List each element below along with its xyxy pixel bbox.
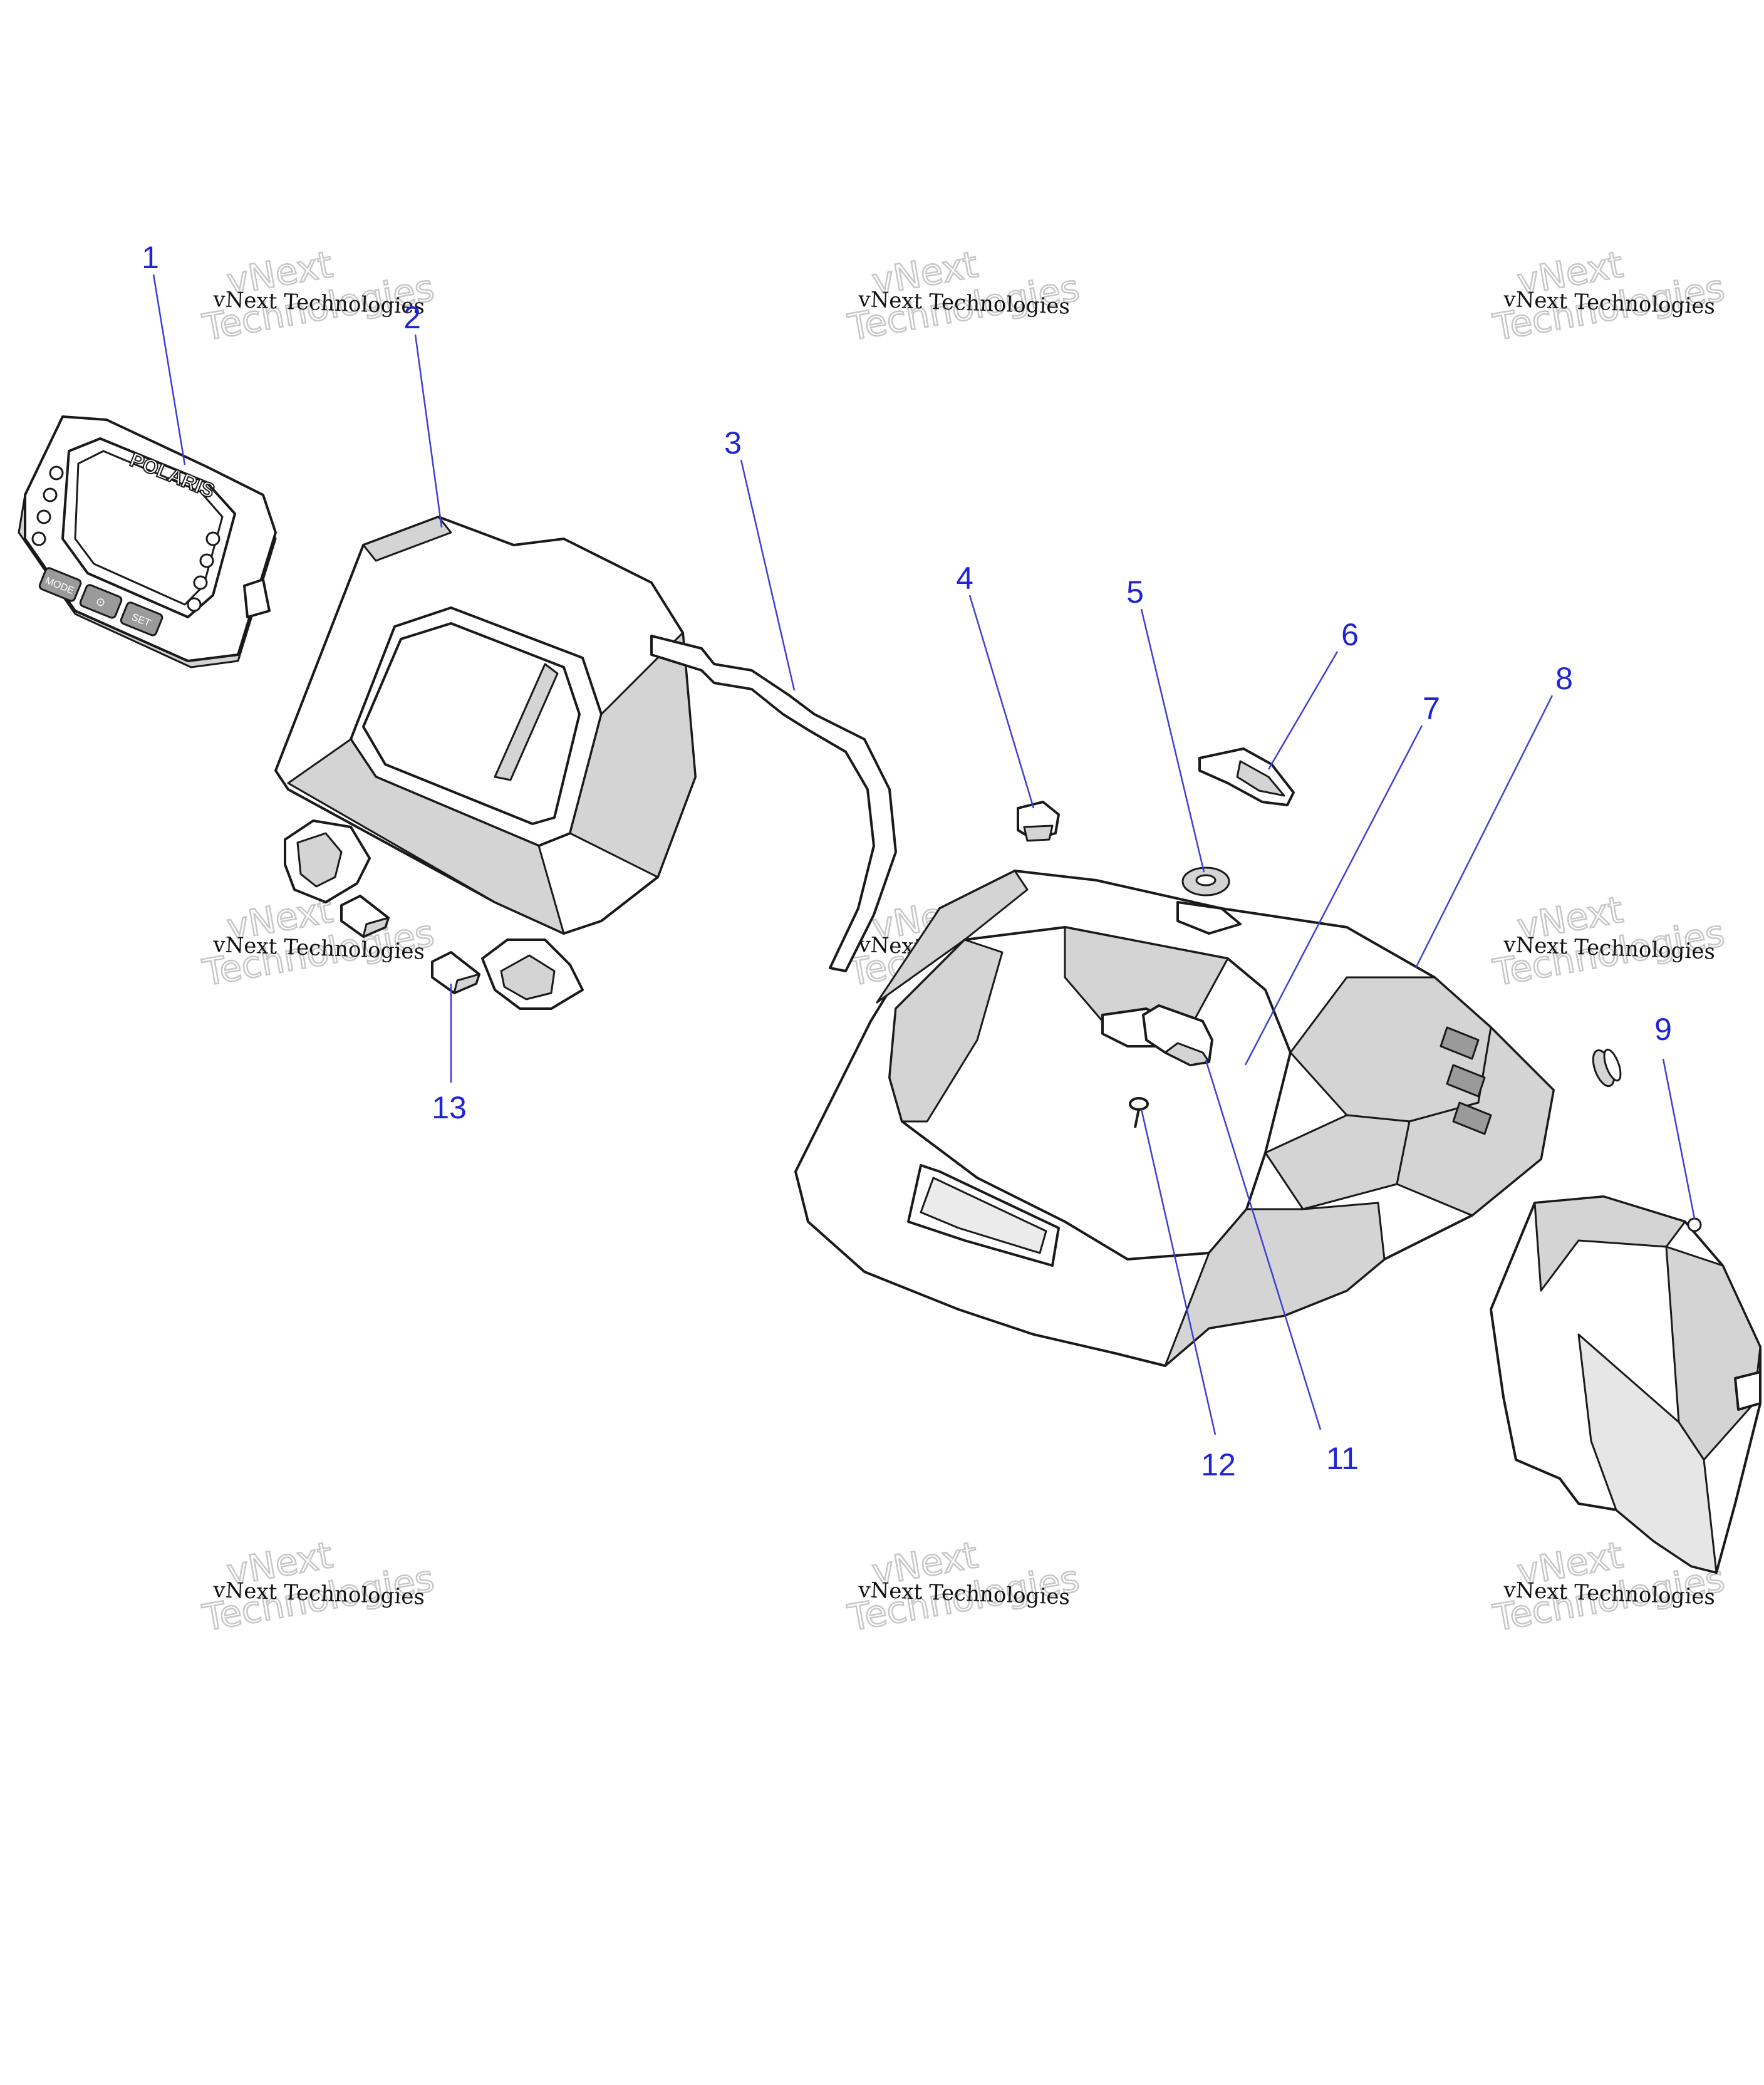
hood-vents bbox=[1440, 1026, 1492, 1135]
part-2-bezel bbox=[274, 516, 697, 1010]
callout-13: 13 bbox=[432, 1090, 467, 1125]
callout-12: 12 bbox=[1201, 1447, 1236, 1482]
part-12-screw bbox=[1129, 1097, 1149, 1128]
small-ring bbox=[1592, 1048, 1622, 1088]
gauge-buttons: MODE ⊙ SET bbox=[38, 567, 163, 637]
gauge-side-buttons bbox=[31, 465, 220, 612]
callout-11: 11 bbox=[1326, 1441, 1359, 1476]
part-5-grommet bbox=[1181, 866, 1230, 897]
callout-2: 2 bbox=[403, 300, 421, 335]
gauge-center-label: ⊙ bbox=[94, 595, 108, 610]
part-11-latch bbox=[1142, 1004, 1213, 1066]
callout-4: 4 bbox=[956, 561, 973, 596]
watermark: vNext Technologies vNext Technologies bbox=[199, 242, 438, 350]
watermark: vNext Technologies vNext Technologies bbox=[844, 242, 1083, 350]
leader-lines bbox=[152, 274, 1696, 1435]
part-1-gauge: POLARIS MODE ⊙ SET bbox=[18, 415, 277, 668]
callout-1: 1 bbox=[142, 240, 159, 275]
callout-9: 9 bbox=[1654, 1012, 1672, 1047]
watermark: vNext Technologies vNext Technologies bbox=[199, 1532, 438, 1640]
callout-5: 5 bbox=[1126, 575, 1144, 610]
part-13-pins bbox=[340, 895, 480, 994]
watermark: vNext Technologies vNext Technologies bbox=[1489, 887, 1728, 995]
part-3-trim-strip bbox=[650, 635, 897, 972]
callout-labels: 1 2 3 4 5 6 7 8 9 11 12 13 bbox=[142, 240, 1672, 1482]
callout-7: 7 bbox=[1423, 691, 1440, 726]
part-6-knob bbox=[1198, 747, 1295, 806]
part-9-inner-shield bbox=[1490, 1195, 1761, 1574]
callout-6: 6 bbox=[1341, 617, 1359, 652]
callout-8: 8 bbox=[1555, 661, 1573, 696]
watermark: vNext Technologies vNext Technologies bbox=[1489, 242, 1728, 350]
part-4-plug bbox=[1017, 801, 1060, 842]
bezel-mount-right bbox=[481, 939, 584, 1010]
watermark: vNext Technologies vNext Technologies bbox=[844, 1532, 1083, 1640]
part-8-main-hood bbox=[794, 870, 1555, 1367]
bezel-mount-left bbox=[284, 819, 371, 903]
callout-3: 3 bbox=[724, 425, 742, 460]
